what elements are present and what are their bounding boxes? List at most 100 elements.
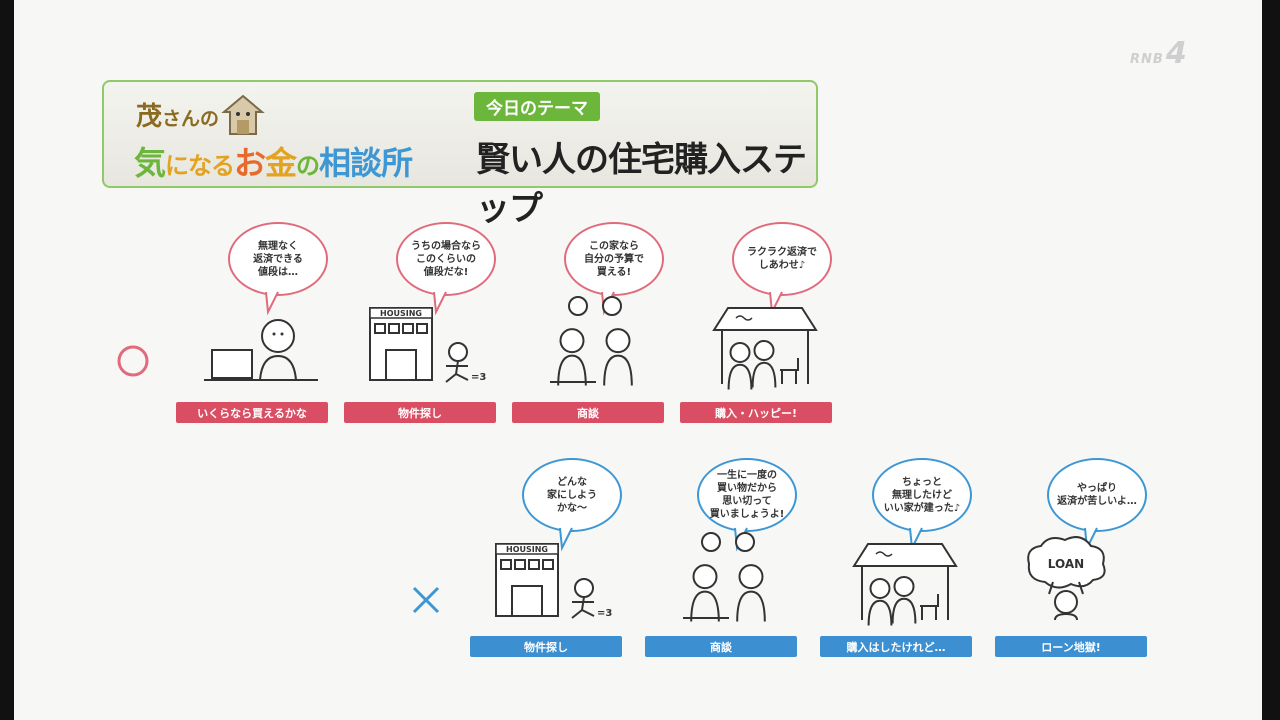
illustration-family bbox=[852, 543, 958, 626]
housing-sign-board bbox=[495, 543, 559, 555]
step-label: 商談 bbox=[512, 402, 664, 423]
illustration-family bbox=[712, 307, 818, 390]
speech-bubble: やっぱり 返済が苦しいよ… bbox=[1047, 458, 1147, 532]
person-head-icon bbox=[692, 564, 718, 590]
step-label: 購入はしたけれど… bbox=[820, 636, 972, 657]
show-title-colored-char: 金 bbox=[265, 144, 297, 182]
housing-sign-text: HOUSING bbox=[380, 309, 422, 318]
step-label: ローン地獄! bbox=[995, 636, 1147, 657]
person-body-icon bbox=[690, 590, 720, 622]
person-head-icon bbox=[729, 341, 751, 363]
speech-bubble-tail bbox=[433, 291, 447, 316]
person-body-icon bbox=[891, 597, 917, 624]
step-label: 商談 bbox=[645, 636, 797, 657]
person-body-icon bbox=[727, 363, 753, 390]
loan-sign-text: LOAN bbox=[1048, 557, 1084, 571]
running-person-body-icon bbox=[445, 360, 469, 383]
struggling-person-body-icon bbox=[1048, 581, 1084, 621]
step-label: いくらなら買えるかな bbox=[176, 402, 328, 423]
window-icon bbox=[374, 323, 386, 334]
thought-bubble-icon bbox=[568, 296, 588, 316]
illustration-laptop bbox=[204, 319, 318, 381]
show-title-colored-char: 所 bbox=[381, 144, 413, 182]
person-body-icon bbox=[736, 590, 766, 622]
house-wall-icon bbox=[721, 330, 809, 384]
show-title-char: 茂 bbox=[136, 102, 163, 132]
housing-sign-text: HOUSING bbox=[506, 545, 548, 554]
show-title-suffix: さんの bbox=[162, 108, 220, 130]
window-icon bbox=[528, 559, 540, 570]
show-title-line2: 気になるお金の相談所 bbox=[134, 138, 413, 184]
content-panel: RNB4 茂さんの 気になるお金の相談所 今日のテーマ 賢い人の住宅購入ステップ… bbox=[14, 0, 1262, 720]
person-body-icon bbox=[557, 354, 587, 386]
window-icon bbox=[416, 323, 428, 334]
show-title-colored-char: 談 bbox=[350, 144, 382, 182]
roof-icon bbox=[712, 307, 818, 331]
speech-bubble: 無理なく 返済できる 値段は… bbox=[228, 222, 328, 296]
window-icon bbox=[402, 323, 414, 334]
person-head-icon bbox=[869, 577, 891, 599]
eye-icon bbox=[272, 332, 276, 336]
illustration-housing: HOUSING=3 bbox=[369, 307, 486, 383]
show-title-colored-char: の bbox=[296, 152, 320, 180]
struggling-person-head-icon bbox=[1054, 590, 1078, 614]
running-person-body-icon bbox=[571, 596, 595, 619]
roof-tile-icon bbox=[875, 551, 893, 557]
illustration-loan: LOAN bbox=[1027, 536, 1106, 621]
thought-bubble-icon bbox=[602, 296, 622, 316]
show-title-line1: 茂さんの bbox=[136, 96, 219, 133]
eye-icon bbox=[280, 332, 284, 336]
speech-bubble-tail bbox=[559, 527, 573, 552]
speech-bubble-tail bbox=[265, 291, 279, 316]
thinking-person-body-icon bbox=[259, 354, 297, 381]
window-icon bbox=[500, 559, 512, 570]
channel-logo: RNB4 bbox=[1130, 36, 1187, 71]
housing-sign-board bbox=[369, 307, 433, 319]
show-title-colored-char: る bbox=[211, 152, 235, 180]
window-icon bbox=[388, 323, 400, 334]
run-dash-text: =3 bbox=[597, 608, 612, 619]
house-wall-icon bbox=[861, 566, 949, 620]
window-icon bbox=[514, 559, 526, 570]
person-body-icon bbox=[751, 361, 777, 388]
laptop-screen-icon bbox=[211, 349, 253, 379]
thought-bubble-icon bbox=[735, 532, 755, 552]
door-icon bbox=[511, 585, 543, 617]
person-head-icon bbox=[605, 328, 631, 354]
show-title-colored-char: 気 bbox=[134, 144, 166, 182]
illustration-housing: HOUSING =3 bbox=[495, 543, 612, 619]
door-icon bbox=[385, 349, 417, 381]
house-character-icon bbox=[221, 94, 265, 135]
roof-tile-icon bbox=[735, 315, 753, 321]
dog-icon bbox=[920, 594, 939, 620]
person-head-icon bbox=[738, 564, 764, 590]
good-mark bbox=[116, 344, 150, 382]
show-title-colored-char: な bbox=[188, 152, 212, 180]
thinking-person-head-icon bbox=[261, 319, 295, 353]
speech-bubble: うちの場合なら このくらいの 値段だな! bbox=[396, 222, 496, 296]
window-icon bbox=[542, 559, 554, 570]
channel-logo-text: RNB bbox=[1130, 52, 1164, 67]
person-head-icon bbox=[893, 575, 915, 597]
speech-bubble: 一生に一度の 買い物だから 思い切って 買いましょうよ! bbox=[697, 458, 797, 532]
running-person-head-icon bbox=[574, 578, 594, 598]
speech-bubble: どんな 家にしよう かな～ bbox=[522, 458, 622, 532]
show-title-colored-char: に bbox=[165, 152, 189, 180]
thought-bubble-icon bbox=[701, 532, 721, 552]
roof-icon bbox=[852, 543, 958, 567]
person-head-icon bbox=[559, 328, 585, 354]
speech-bubble: ちょっと 無理したけど いい家が建った♪ bbox=[872, 458, 972, 532]
person-body-icon bbox=[603, 354, 633, 386]
channel-logo-number: 4 bbox=[1165, 36, 1187, 71]
dog-icon bbox=[780, 358, 799, 384]
step-label: 物件探し bbox=[470, 636, 622, 657]
person-head-icon bbox=[753, 339, 775, 361]
bad-mark bbox=[410, 584, 442, 620]
illustration-talk bbox=[550, 296, 633, 386]
show-title-colored-char: お bbox=[234, 144, 266, 182]
theme-title: 賢い人の住宅購入ステップ bbox=[476, 140, 807, 229]
speech-bubble: ラクラク返済で しあわせ♪ bbox=[732, 222, 832, 296]
illustration-talk bbox=[683, 532, 766, 622]
step-label: 購入・ハッピー! bbox=[680, 402, 832, 423]
